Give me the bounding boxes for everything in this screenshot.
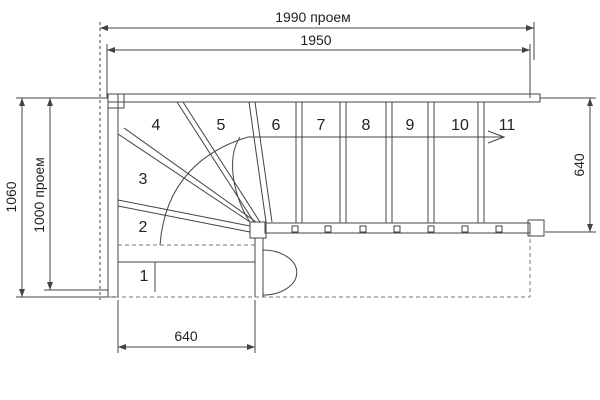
bottom-flight-label: 640 bbox=[174, 328, 198, 344]
step-number-10: 10 bbox=[451, 117, 469, 134]
step-number-6: 6 bbox=[272, 117, 281, 134]
step-number-8: 8 bbox=[362, 117, 371, 134]
step-number-1: 1 bbox=[140, 268, 149, 285]
total-depth-label: 1060 bbox=[3, 181, 19, 212]
newel-post bbox=[249, 221, 267, 239]
top-wall-strip bbox=[107, 93, 541, 103]
step-number-7: 7 bbox=[317, 117, 326, 134]
step-number-5: 5 bbox=[217, 117, 226, 134]
dimension-texts: 1990 проем 1950 1060 1000 проем 640 640 bbox=[3, 9, 587, 344]
step-number-3: 3 bbox=[139, 171, 148, 188]
left-wall-strip bbox=[107, 93, 119, 298]
step-number-9: 9 bbox=[406, 117, 415, 134]
step-number-11: 11 bbox=[499, 117, 516, 134]
step-number-4: 4 bbox=[152, 117, 161, 134]
corner-post bbox=[107, 93, 125, 109]
opening-width-label: 1990 проем bbox=[275, 9, 351, 25]
opening-depth-label: 1000 проем bbox=[31, 157, 47, 233]
step-numbers: 1 2 3 4 5 6 7 8 9 10 11 bbox=[139, 117, 516, 285]
right-flight-label: 640 bbox=[571, 153, 587, 177]
end-post bbox=[527, 219, 545, 237]
opening-outline bbox=[107, 93, 541, 298]
stair-width-label: 1950 bbox=[300, 32, 331, 48]
stringer-bottom bbox=[264, 222, 531, 234]
winder-section bbox=[117, 101, 298, 297]
step-number-2: 2 bbox=[139, 219, 148, 236]
straight-flight bbox=[248, 102, 545, 237]
dimension-lines bbox=[16, 22, 596, 353]
dimension-arrows bbox=[19, 25, 593, 350]
